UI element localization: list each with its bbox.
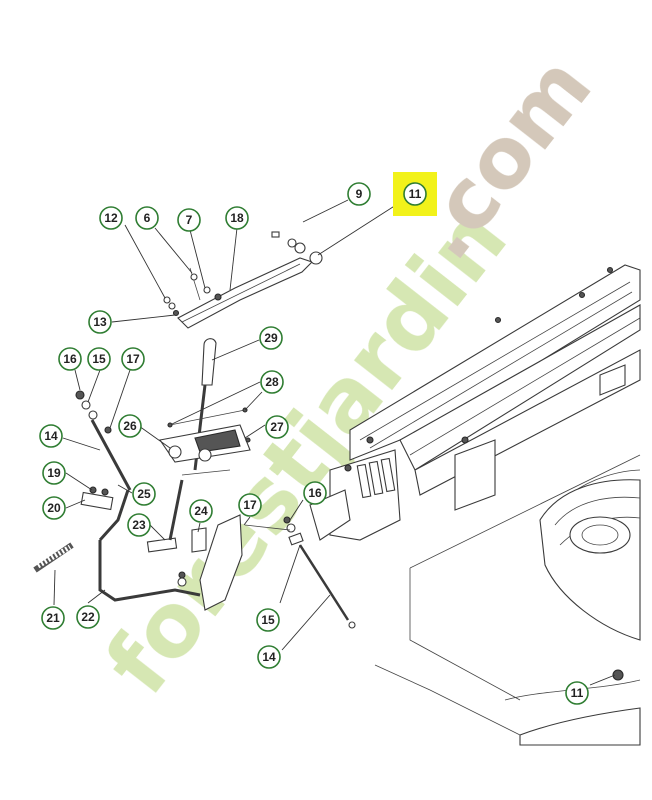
callout-label: 16 [308,486,322,500]
callout-label: 29 [264,331,278,345]
callout-label: 22 [81,610,95,624]
callout-6[interactable]: 6 [135,206,159,230]
callout-25[interactable]: 25 [132,482,156,506]
callout-label: 26 [123,419,137,433]
chassis-frame [309,264,641,541]
callout-16-lower[interactable]: 16 [303,481,327,505]
callout-label: 16 [63,352,77,366]
callout-16-upper[interactable]: 16 [58,347,82,371]
callout-label: 19 [47,466,61,480]
callout-19[interactable]: 19 [42,461,66,485]
callout-label: 11 [409,187,422,201]
bolt-part [271,231,280,238]
callout-11-lower[interactable]: 11 [565,681,589,705]
mower-deck [374,454,641,746]
callout-label: 25 [137,487,151,501]
callout-label: 13 [93,315,107,329]
callout-7[interactable]: 7 [177,208,201,232]
callout-label: 15 [261,613,275,627]
callout-26[interactable]: 26 [118,414,142,438]
callout-28[interactable]: 28 [260,370,284,394]
callout-14-lower[interactable]: 14 [257,645,281,669]
callout-21[interactable]: 21 [41,606,65,630]
callout-label: 11 [571,686,584,700]
callout-label: 12 [104,211,118,225]
callout-label: 6 [144,211,151,225]
leader-lines [53,199,616,686]
callout-17-lower[interactable]: 17 [238,493,262,517]
callout-label: 20 [47,501,61,515]
callout-15-lower[interactable]: 15 [256,608,280,632]
callout-14-upper[interactable]: 14 [39,424,63,448]
callout-13[interactable]: 13 [88,310,112,334]
lever-knob [201,338,217,386]
callout-label: 27 [270,420,284,434]
callout-label: 18 [230,211,244,225]
callout-29[interactable]: 29 [259,326,283,350]
callout-label: 14 [44,429,58,443]
callout-label: 15 [92,352,106,366]
callout-9[interactable]: 9 [347,182,371,206]
callout-label: 24 [194,504,208,518]
callout-27[interactable]: 27 [265,415,289,439]
callout-label: 17 [243,498,257,512]
callout-23[interactable]: 23 [127,513,151,537]
callout-17-upper[interactable]: 17 [121,347,145,371]
lever-assembly [146,338,251,553]
callout-label: 9 [356,187,363,201]
callout-label: 7 [186,213,193,227]
callout-18[interactable]: 18 [225,206,249,230]
callout-22[interactable]: 22 [76,605,100,629]
callout-11-top[interactable]: 11 [403,182,427,206]
callout-label: 28 [265,375,279,389]
callout-label: 23 [132,518,146,532]
callout-label: 17 [126,352,140,366]
callout-label: 21 [46,611,60,625]
callout-20[interactable]: 20 [42,496,66,520]
callout-24[interactable]: 24 [189,499,213,523]
left-linkage [33,390,356,629]
top-linkage [163,231,323,329]
callout-label: 14 [262,650,276,664]
callout-12[interactable]: 12 [99,206,123,230]
callout-15-upper[interactable]: 15 [87,347,111,371]
